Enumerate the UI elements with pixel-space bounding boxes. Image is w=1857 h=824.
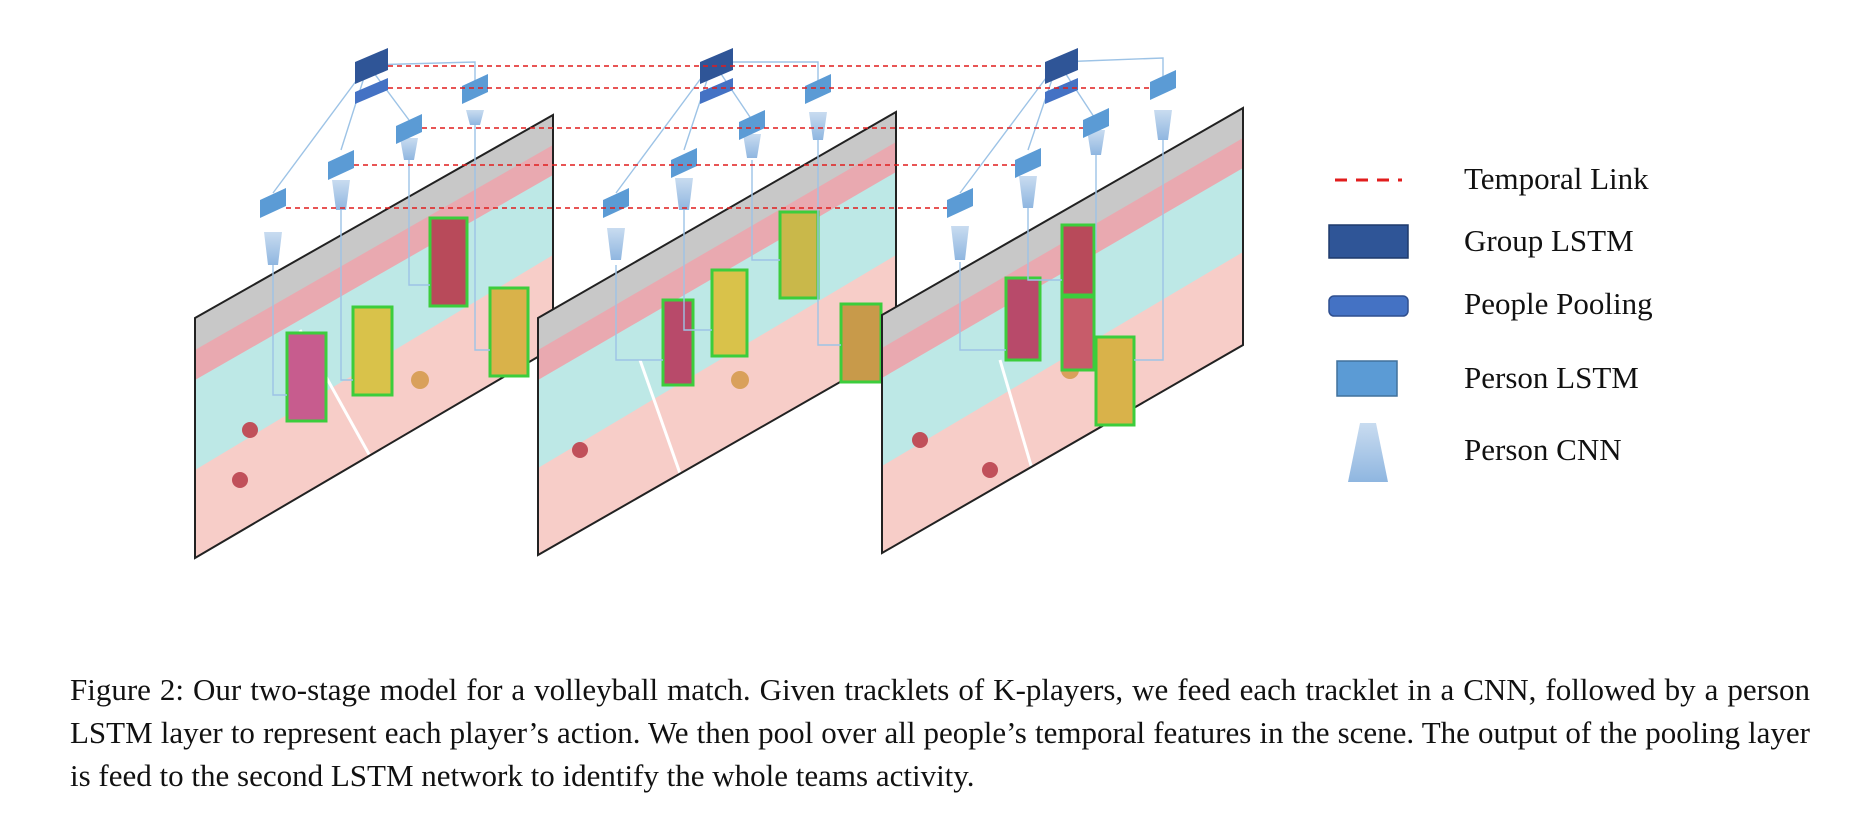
legend: Temporal Link Group LSTM People Pooling … xyxy=(1328,161,1653,482)
figure-caption: Figure 2: Our two-stage model for a voll… xyxy=(70,668,1810,797)
model-diagram: Temporal Link Group LSTM People Pooling … xyxy=(194,48,1653,560)
video-frame-3 xyxy=(881,48,1244,555)
legend-label: Group LSTM xyxy=(1464,223,1634,258)
legend-item-person-lstm: Person LSTM xyxy=(1336,360,1639,397)
player-box xyxy=(1004,223,1136,427)
legend-label: Person CNN xyxy=(1464,432,1622,467)
legend-item-person-cnn: Person CNN xyxy=(1348,423,1622,482)
legend-label: Temporal Link xyxy=(1464,161,1649,196)
caption-text: Our two-stage model for a volleyball mat… xyxy=(70,672,1810,793)
legend-label: Person LSTM xyxy=(1464,360,1639,395)
video-frame-2 xyxy=(537,48,897,557)
legend-item-people-pooling: People Pooling xyxy=(1328,286,1653,321)
caption-label: Figure 2: xyxy=(70,672,185,707)
legend-item-temporal-link: Temporal Link xyxy=(1335,161,1649,196)
temporal-links xyxy=(286,65,1150,209)
video-frame-1 xyxy=(194,48,554,560)
player-box xyxy=(285,216,530,423)
player-box xyxy=(661,210,883,387)
legend-label: People Pooling xyxy=(1464,286,1653,321)
legend-item-group-lstm: Group LSTM xyxy=(1328,223,1634,259)
